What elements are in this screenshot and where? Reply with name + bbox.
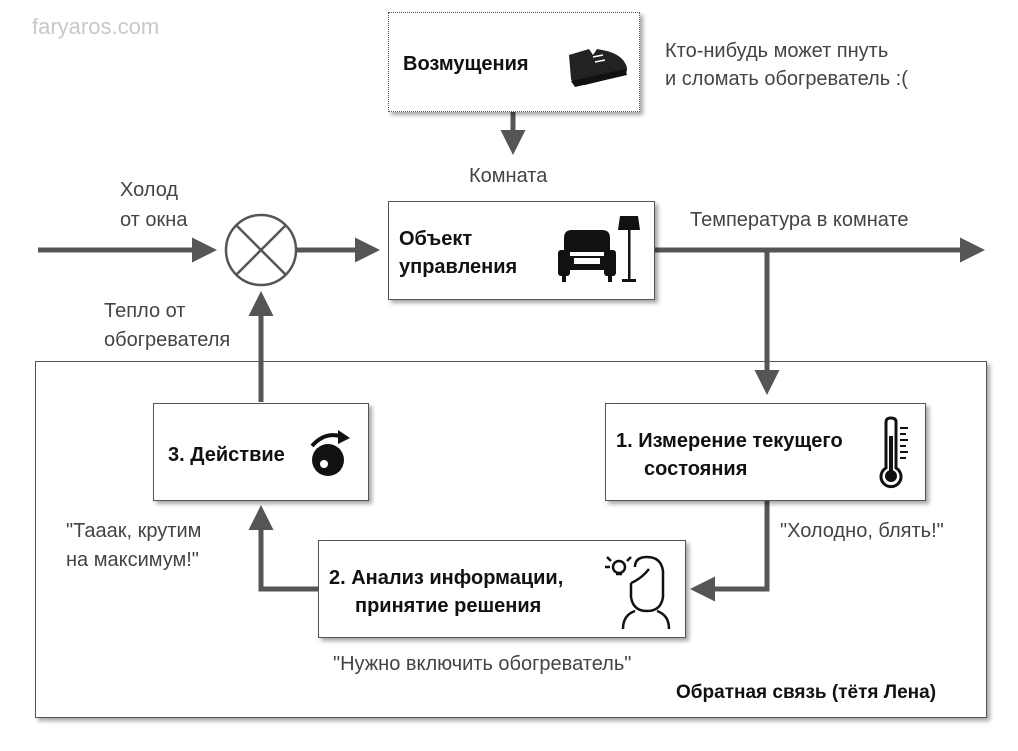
knob-icon xyxy=(310,430,350,476)
watermark: faryaros.com xyxy=(32,14,160,39)
action-box: 3. Действие xyxy=(153,403,369,501)
action-label: 3. Действие xyxy=(168,444,285,466)
arrow-measure-to-analysis xyxy=(690,500,770,602)
heat-label-line2: обогревателя xyxy=(104,329,231,351)
heat-label-line1: Тепло от xyxy=(104,300,186,322)
cold-label-line1: Холод xyxy=(120,179,179,201)
plant-box: Объект управления xyxy=(388,201,655,300)
thinking-person-icon xyxy=(605,555,671,630)
analysis-label-line1: 2. Анализ информации, xyxy=(329,567,564,589)
armchair-lamp-icon xyxy=(558,216,640,282)
disturbance-note-line1: Кто-нибудь может пнуть xyxy=(665,40,889,62)
analysis-quote: "Нужно включить обогреватель" xyxy=(333,653,632,675)
thermometer-icon xyxy=(879,416,908,489)
analysis-label-line2: принятие решения xyxy=(355,595,542,617)
measure-quote: "Холодно, блять!" xyxy=(780,520,944,542)
boot-icon xyxy=(569,49,627,87)
feedback-title: Обратная связь (тётя Лена) xyxy=(676,682,937,703)
disturbance-label: Возмущения xyxy=(403,53,529,75)
plant-label-line2: управления xyxy=(399,256,518,278)
plant-label-line1: Объект xyxy=(399,228,473,250)
action-quote-line2: на максимум!" xyxy=(66,549,199,571)
measure-label-line2: состояния xyxy=(644,458,748,480)
room-label: Комната xyxy=(469,165,548,187)
arrow-analysis-to-action xyxy=(248,505,318,592)
measure-box: 1. Измерение текущего состояния xyxy=(605,403,926,501)
analysis-box: 2. Анализ информации, принятие решения xyxy=(318,540,686,638)
output-label: Температура в комнате xyxy=(690,209,909,231)
measure-label-line1: 1. Измерение текущего xyxy=(616,430,843,452)
summing-junction xyxy=(224,213,298,287)
disturbance-note-line2: и сломать обогреватель :( xyxy=(665,68,908,90)
disturbance-box: Возмущения xyxy=(388,12,640,112)
cold-label-line2: от окна xyxy=(120,209,188,231)
action-quote-line1: "Тааак, крутим xyxy=(66,520,202,542)
